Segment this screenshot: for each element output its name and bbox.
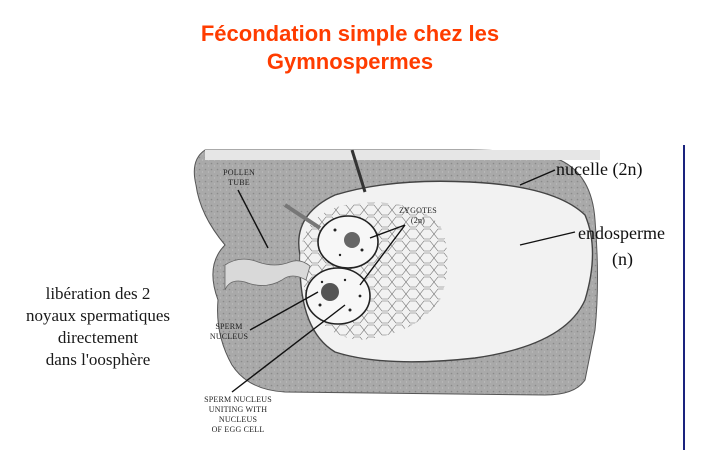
label-sperm-nucleus: SPERM NUCLEUS: [209, 322, 249, 341]
leader-sperm-uniting: [231, 304, 346, 393]
label-ploidy-n: (n): [612, 249, 633, 269]
paper-band: [205, 150, 600, 160]
title-line-1: Fécondation simple chez les: [200, 21, 500, 46]
label-liberation: libération des 2 noyaux spermatiques dir…: [26, 284, 170, 369]
label-pollen-tube: POLLEN TUBE: [223, 168, 255, 187]
label-endosperme: endosperme: [578, 223, 665, 243]
label-sperm-uniting: SPERM NUCLEUS UNITING WITH NUCLEUS OF EG…: [204, 395, 272, 434]
pollen-tube-upper: [283, 203, 322, 230]
leader-pollen-tube: [237, 189, 269, 249]
zygote-lower-nucleus: [321, 283, 339, 301]
slide-title: Fécondation simple chez les Gymnospermes: [100, 20, 600, 76]
leader-lines: [231, 169, 576, 393]
leader-sperm-nucleus: [249, 291, 319, 331]
leader-nucelle: [519, 169, 556, 186]
leader-zygotes-1: [369, 224, 406, 239]
vertical-rule: [683, 145, 685, 450]
micropyle: [350, 149, 367, 193]
pollen-tube: [224, 258, 311, 291]
leader-endosperme: [519, 231, 576, 246]
zygote-upper-nucleus: [344, 232, 360, 248]
label-nucelle: nucelle (2n): [556, 159, 643, 179]
zygote-granules: [318, 228, 364, 312]
leader-zygotes-2: [359, 224, 406, 286]
title-line-2: Gymnospermes: [266, 49, 434, 74]
label-zygotes: ZYGOTES (2n): [399, 206, 437, 225]
